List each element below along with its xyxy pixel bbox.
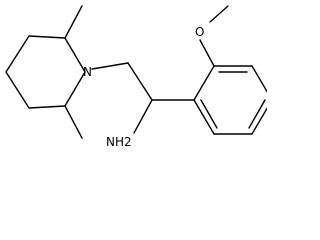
piperidine-ring bbox=[5, 35, 86, 109]
methyl-bond-bottom bbox=[64, 105, 83, 139]
chain-bond bbox=[91, 62, 129, 70]
methyl-bond-top bbox=[64, 5, 83, 39]
double-bond-inner bbox=[248, 99, 266, 129]
chain-bond bbox=[127, 62, 153, 101]
amine-bond bbox=[133, 99, 153, 134]
nitrogen-label: N bbox=[83, 65, 92, 79]
structure-canvas: N O NH2 bbox=[5, 5, 267, 149]
double-bond-inner bbox=[200, 99, 218, 129]
bond bbox=[251, 65, 267, 93]
bond bbox=[193, 65, 215, 101]
bond bbox=[251, 107, 267, 135]
bond bbox=[193, 99, 215, 135]
bond bbox=[64, 71, 86, 107]
benzene-ring bbox=[193, 65, 267, 135]
oxygen-label: O bbox=[195, 25, 204, 39]
bond bbox=[5, 71, 30, 109]
bond bbox=[28, 35, 66, 39]
bond bbox=[64, 37, 86, 73]
molecule-diagram: N O NH2 bbox=[5, 5, 267, 149]
bond bbox=[5, 35, 30, 73]
methoxy-bond bbox=[199, 39, 215, 67]
bond bbox=[28, 105, 66, 109]
amine-label: NH2 bbox=[106, 135, 132, 149]
methoxy-methyl-bond bbox=[209, 5, 229, 23]
